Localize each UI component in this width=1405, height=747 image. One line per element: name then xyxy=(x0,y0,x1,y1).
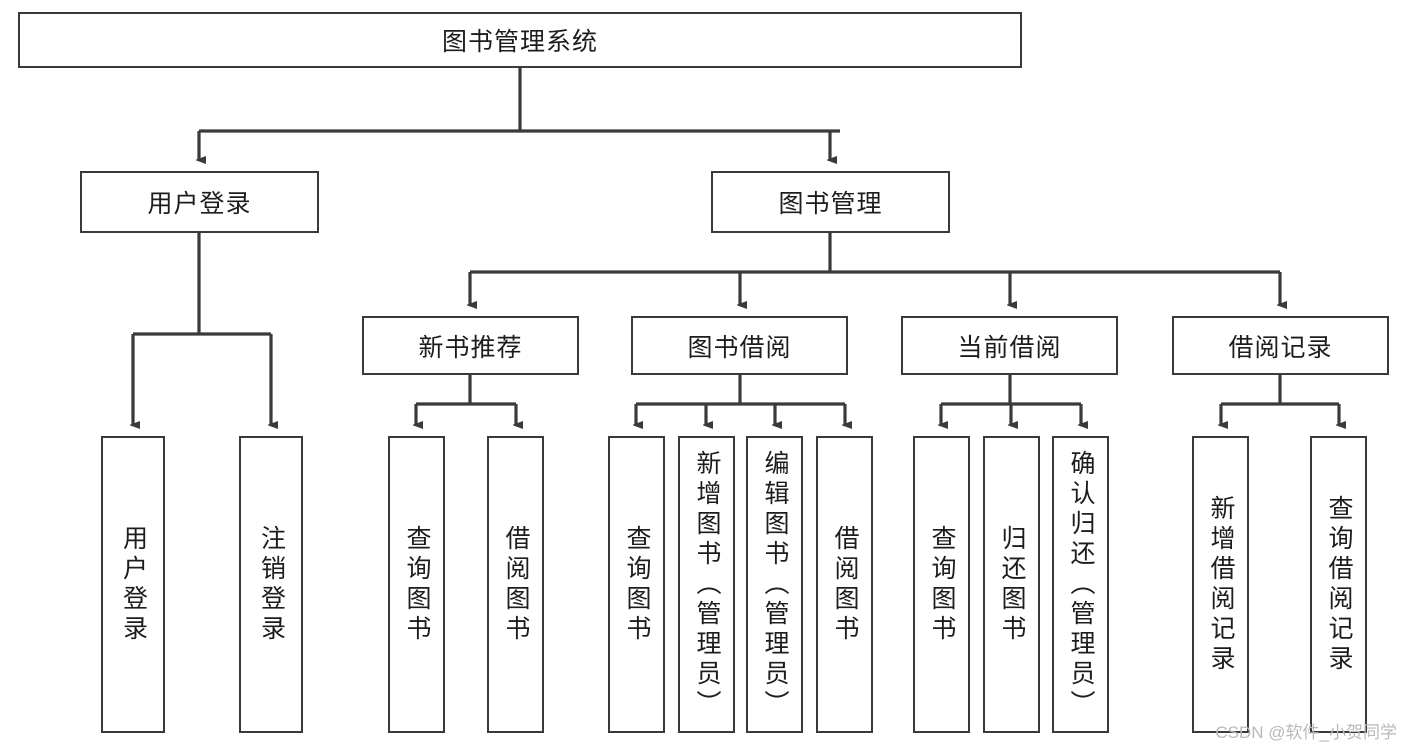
node-leaf-add-borrow-record[interactable]: 新增借阅记录 xyxy=(1192,436,1249,733)
node-root[interactable]: 图书管理系统 xyxy=(18,12,1022,68)
node-leaf-user-login[interactable]: 用户登录 xyxy=(101,436,165,733)
node-level3-borrow-records[interactable]: 借阅记录 xyxy=(1172,316,1389,375)
node-leaf-borrow-books-new-label: 借阅图书 xyxy=(502,524,530,645)
node-leaf-query-books-new[interactable]: 查询图书 xyxy=(388,436,445,733)
node-leaf-confirm-return-admin[interactable]: 确认归还（管理员） xyxy=(1052,436,1109,733)
node-leaf-query-borrow-record[interactable]: 查询借阅记录 xyxy=(1310,436,1367,733)
node-leaf-edit-book-admin[interactable]: 编辑图书（管理员） xyxy=(746,436,803,733)
node-leaf-return-book-label: 归还图书 xyxy=(998,524,1026,645)
node-leaf-query-books-borrow[interactable]: 查询图书 xyxy=(608,436,665,733)
node-level2-user-login[interactable]: 用户登录 xyxy=(80,171,319,233)
node-level3-current-borrow[interactable]: 当前借阅 xyxy=(901,316,1118,375)
node-level2-book-management[interactable]: 图书管理 xyxy=(711,171,950,233)
node-leaf-borrow-book[interactable]: 借阅图书 xyxy=(816,436,873,733)
node-level2-user-login-label: 用户登录 xyxy=(147,190,252,218)
node-leaf-query-books-current-label: 查询图书 xyxy=(928,524,956,645)
node-leaf-query-borrow-record-label: 查询借阅记录 xyxy=(1325,494,1353,675)
node-leaf-confirm-return-admin-label: 确认归还（管理员） xyxy=(1067,449,1095,720)
node-leaf-query-books-new-label: 查询图书 xyxy=(403,524,431,645)
node-level3-book-borrow-label: 图书借阅 xyxy=(687,333,792,362)
node-leaf-add-book-admin-label: 新增图书（管理员） xyxy=(693,449,721,720)
node-leaf-add-book-admin[interactable]: 新增图书（管理员） xyxy=(678,436,735,733)
csdn-watermark: CSDN @软件_小贺同学 xyxy=(1215,723,1397,742)
node-leaf-user-login-label: 用户登录 xyxy=(119,524,148,645)
node-level3-book-borrow[interactable]: 图书借阅 xyxy=(631,316,848,375)
node-level2-book-management-label: 图书管理 xyxy=(778,190,883,218)
node-level3-new-book-recommend[interactable]: 新书推荐 xyxy=(362,316,579,375)
node-leaf-add-borrow-record-label: 新增借阅记录 xyxy=(1207,494,1235,675)
node-leaf-return-book[interactable]: 归还图书 xyxy=(983,436,1040,733)
node-leaf-logout-label: 注销登录 xyxy=(257,524,286,645)
node-leaf-edit-book-admin-label: 编辑图书（管理员） xyxy=(761,449,789,720)
node-leaf-query-books-current[interactable]: 查询图书 xyxy=(913,436,970,733)
node-root-label: 图书管理系统 xyxy=(441,28,598,56)
node-leaf-borrow-books-new[interactable]: 借阅图书 xyxy=(487,436,544,733)
node-leaf-borrow-book-label: 借阅图书 xyxy=(831,524,859,645)
node-level3-borrow-records-label: 借阅记录 xyxy=(1228,333,1333,362)
node-level3-current-borrow-label: 当前借阅 xyxy=(957,333,1062,362)
node-level3-new-book-recommend-label: 新书推荐 xyxy=(418,333,523,362)
node-leaf-logout[interactable]: 注销登录 xyxy=(239,436,303,733)
node-leaf-query-books-borrow-label: 查询图书 xyxy=(623,524,651,645)
